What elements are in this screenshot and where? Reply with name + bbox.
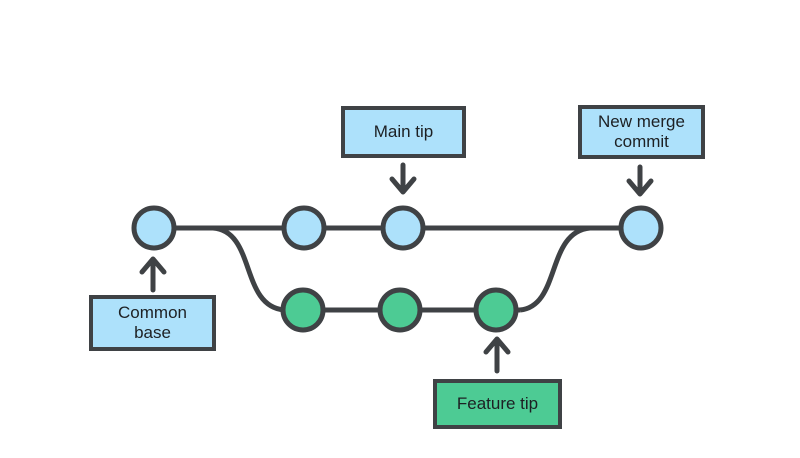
merge-commit-node <box>618 205 664 251</box>
common-base-commit-node <box>131 205 177 251</box>
feature-tip-label-text: Feature tip <box>456 393 539 413</box>
feature-commit-node <box>377 287 423 333</box>
feature-tip-label: Feature tip <box>433 379 562 429</box>
main-tip-label: Main tip <box>341 106 466 158</box>
common-base-label: Common base <box>89 295 216 351</box>
feature-tip-arrow-up-icon <box>483 336 511 374</box>
merge-in-curve <box>519 225 591 313</box>
main-tip-label-text: Main tip <box>373 121 434 141</box>
branch-out-curve <box>212 225 285 313</box>
feature-commit-node <box>280 287 326 333</box>
feature-tip-commit-node <box>473 287 519 333</box>
common-base-arrow-up-icon <box>139 256 167 293</box>
main-tip-arrow-down-icon <box>389 162 417 195</box>
main-commit-node <box>281 205 327 251</box>
new-merge-commit-arrow-down-icon <box>626 164 654 197</box>
new-merge-commit-label: New merge commit <box>578 105 705 159</box>
main-tip-commit-node <box>380 205 426 251</box>
new-merge-commit-label-text: New merge commit <box>598 111 685 151</box>
common-base-label-text: Common base <box>118 302 187 342</box>
